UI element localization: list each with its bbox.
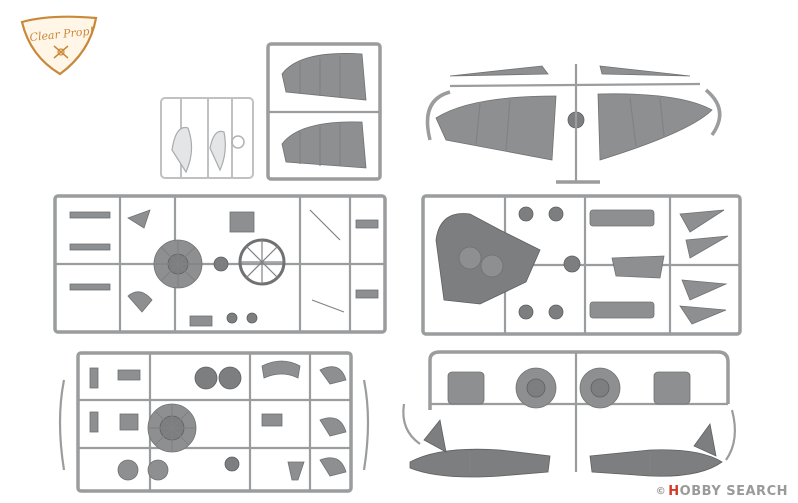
sprue-engines-left [53,194,387,334]
sprue-fuselage-halves [402,350,737,478]
copyright-symbol: © [655,486,667,497]
watermark-brand-initial: H [668,484,680,499]
watermark-brand-text: OBBY SEARCH [679,484,788,499]
sprue-tailplanes [266,42,382,181]
sprue-engine-parts [58,351,370,493]
sprue-fuselage-parts [421,194,742,336]
sprue-clear-canopy [160,97,254,179]
brand-logo: Clear Prop! [20,15,98,76]
watermark: © H OBBY SEARCH [656,484,788,499]
sprue-wings [425,64,722,184]
